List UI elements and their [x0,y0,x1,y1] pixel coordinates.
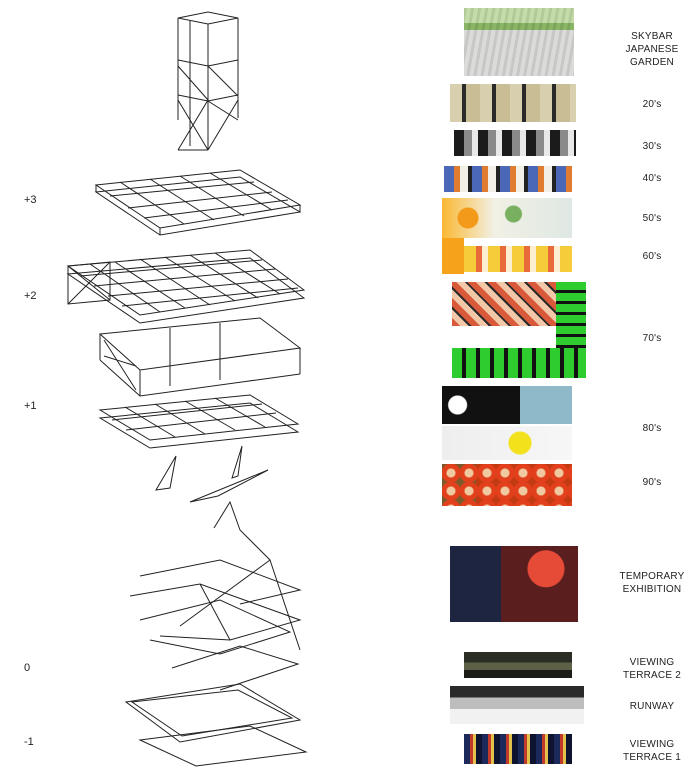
80s-photo-bottom [442,426,572,460]
70s-photo-bottom [452,348,586,378]
skybar-garden-photo [464,8,574,76]
level-plus3: +3 [24,194,37,206]
label-80s: 80's [642,423,662,434]
label-70s: 70's [642,333,662,344]
label-viewing-terrace-2: VIEWING TERRACE 2 [623,657,681,681]
exploded-axonometric-drawing [66,11,308,767]
30s-photo [454,130,576,156]
floor-plus2-grid [66,249,306,324]
70s-photo-top [452,282,556,326]
viewing-terrace-2-photo [464,652,572,678]
label-temporary-exhibition: TEMPORARY EXHIBITION [619,571,685,595]
floor-plus2-box [98,317,302,397]
label-skybar: SKYBAR JAPANESE GARDEN [625,31,679,68]
label-50s: 50's [642,213,662,224]
folded-exhibition-structure [129,500,302,691]
floor-0-plate [124,683,302,743]
floor-minus1-plate [138,725,308,767]
label-60s: 60's [642,251,662,262]
angular-shards [155,445,269,503]
skybar-tower-frame [177,11,239,151]
floor-plus1-slab [98,394,300,449]
label-20s: 20's [642,99,662,110]
90s-photo [442,464,572,506]
label-30s: 30's [642,141,662,152]
floor-plus3-slab [94,169,302,236]
label-viewing-terrace-1: VIEWING TERRACE 1 [623,739,681,763]
40s-photo [444,166,572,192]
level-0: 0 [24,662,31,674]
label-90s: 90's [642,477,662,488]
label-40s: 40's [642,173,662,184]
level-minus1: -1 [24,736,34,748]
level-plus1: +1 [24,400,37,412]
60s-photo [464,246,572,272]
50s-photo-extension [442,238,464,274]
viewing-terrace-1-photo [464,734,572,764]
20s-photo [450,84,576,122]
label-runway: RUNWAY [629,701,675,712]
temporary-exhibition-photo [450,546,578,622]
80s-photo-top [442,386,572,424]
level-plus2: +2 [24,290,37,302]
50s-photo [442,198,572,238]
runway-photo [450,686,584,724]
